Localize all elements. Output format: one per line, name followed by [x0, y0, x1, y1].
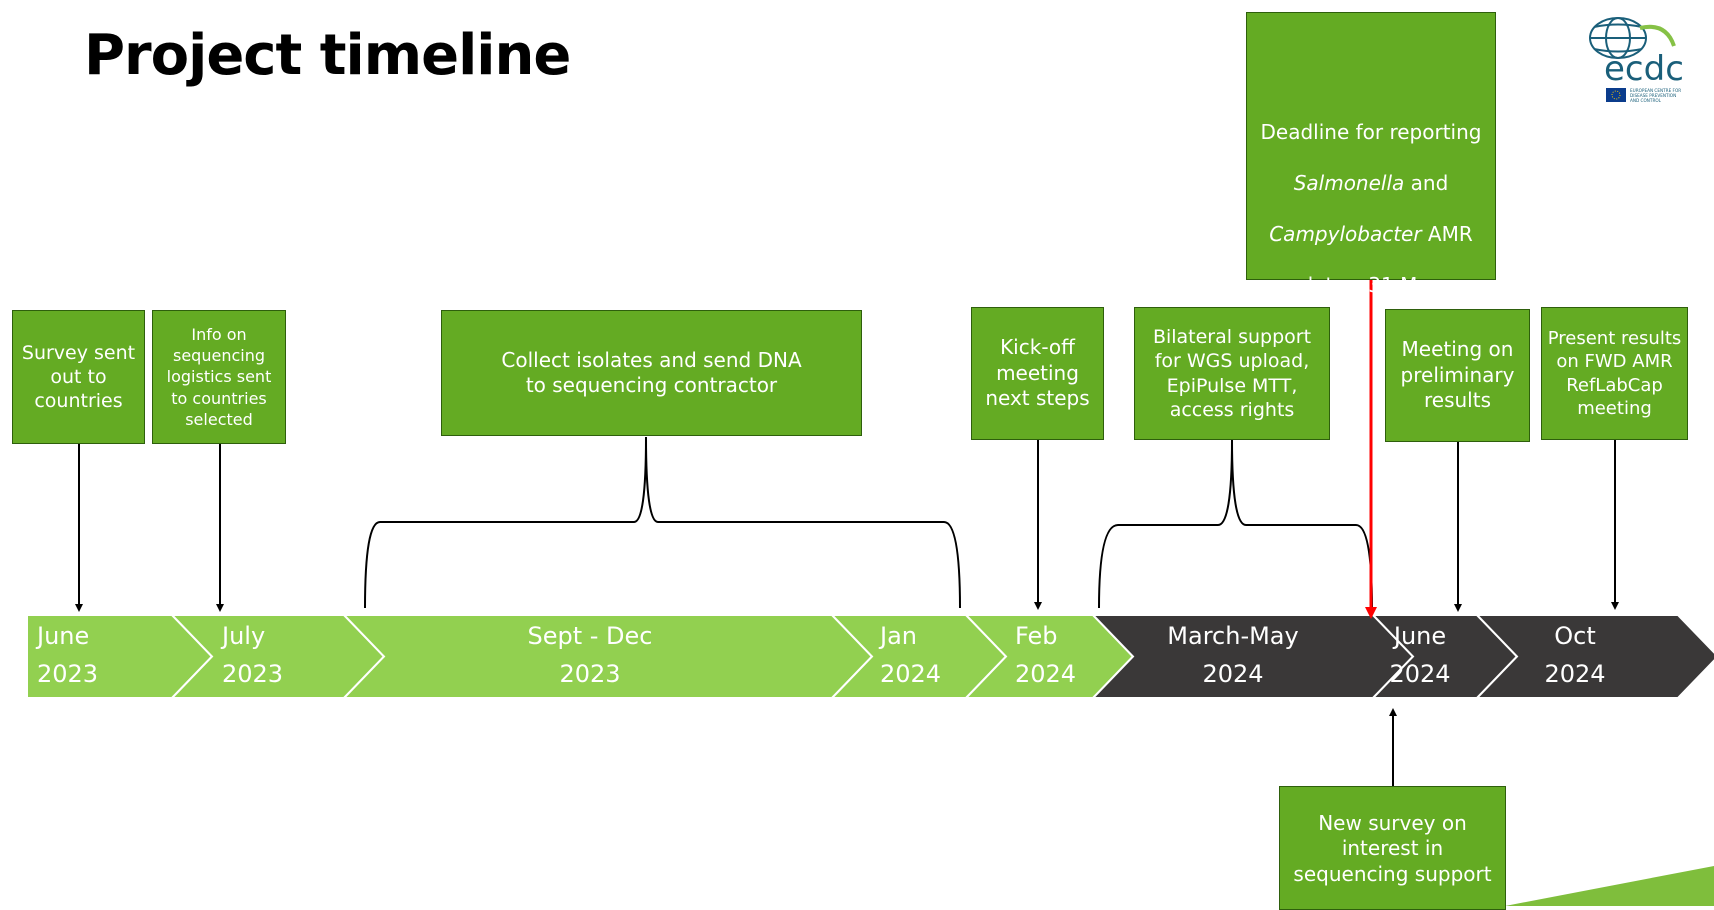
meeting-box: Meeting on preliminary results — [1385, 309, 1530, 442]
timeline-segment-label: Feb 2024 — [1015, 622, 1077, 688]
campylobacter-text: Campylobacter — [1269, 221, 1422, 246]
timeline-segment-label: Oct 2024 — [1544, 622, 1606, 688]
timeline-segment-label: Jan 2024 — [880, 622, 942, 688]
salmonella-text: Salmonella — [1293, 171, 1405, 196]
logo-tagline: EUROPEAN CENTRE FOR DISEASE PREVENTION A… — [1630, 88, 1683, 103]
globe-icon — [1589, 17, 1647, 59]
bilateral-box: Bilateral support for WGS upload, EpiPul… — [1134, 307, 1330, 440]
timeline-segment-label: March-May 2024 — [1167, 622, 1299, 688]
eu-flag-icon — [1606, 88, 1626, 102]
kickoff-box: Kick-off meeting next steps — [971, 307, 1104, 440]
collect-box: Collect isolates and send DNA to sequenc… — [441, 310, 862, 436]
new-survey-box: New survey on interest in sequencing sup… — [1279, 786, 1506, 910]
corner-decoration — [1505, 866, 1714, 906]
timeline-segment-label: Sept - Dec 2023 — [527, 622, 653, 688]
timeline-segment-label: July 2023 — [222, 622, 284, 688]
page-title: Project timeline — [84, 23, 571, 88]
timeline-segment — [1474, 614, 1714, 699]
logo-wordmark: ecdc — [1604, 49, 1684, 89]
info-box: Info on sequencing logistics sent to cou… — [152, 310, 286, 444]
bilateral-bracket — [1098, 439, 1373, 609]
timeline-segment-label: June 2023 — [37, 622, 99, 688]
collect-bracket — [364, 436, 961, 609]
survey-box: Survey sent out to countries — [12, 310, 145, 444]
deadline-box: Deadline for reporting Salmonella and Ca… — [1246, 12, 1496, 297]
ecdc-logo: ecdc EUROPEAN CENTRE FOR DISEASE PREVENT… — [1582, 8, 1698, 106]
present-box: Present results on FWD AMR RefLabCap mee… — [1541, 307, 1688, 440]
timeline-segment-label: June 2024 — [1389, 622, 1451, 688]
